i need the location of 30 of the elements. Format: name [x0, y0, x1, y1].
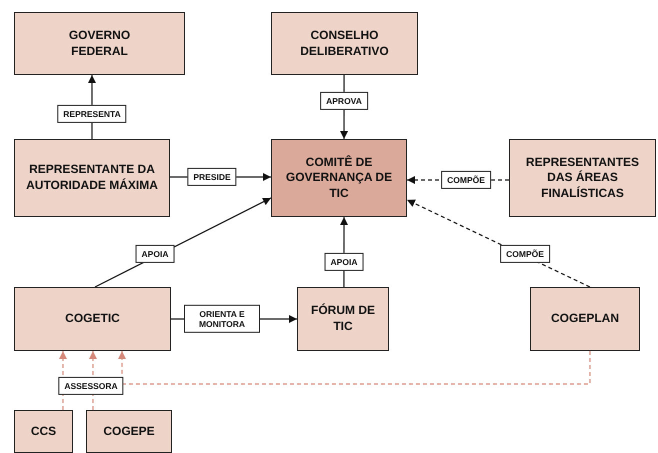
edge-label: ORIENTA E MONITORA [184, 304, 260, 334]
org-box [530, 287, 640, 351]
node-label: GOVERNO FEDERAL [68, 28, 132, 60]
node-label: CCS [30, 424, 58, 440]
node-label: COGEPE [102, 424, 156, 440]
edge-label: COMPÕE [500, 244, 550, 264]
edge-label: APOIA [324, 252, 364, 272]
node-label: COMITÊ DE GOVERNANÇA DE TIC [284, 154, 394, 202]
org-box [14, 12, 185, 75]
org-box [297, 287, 389, 351]
org-box [14, 410, 73, 453]
node-label: COGEPLAN [550, 311, 620, 327]
org-box [271, 12, 418, 75]
node-label: REPRESENTANTE DA AUTORIDADE MÁXIMA [25, 162, 159, 194]
org-box [86, 410, 172, 453]
node-label: REPRESENTANTES DAS ÁREAS FINALÍSTICAS [524, 154, 640, 202]
node-label: COGETIC [64, 311, 121, 327]
org-box [14, 139, 170, 217]
node-label: FÓRUM DE TIC [310, 303, 376, 335]
edge-label: APOIA [136, 244, 174, 264]
org-box [271, 139, 407, 217]
edge-label: PRESIDE [187, 168, 237, 186]
edge-label: COMPÕE [441, 170, 491, 190]
node-label: CONSELHO DELIBERATIVO [299, 28, 390, 60]
arrow [118, 351, 591, 385]
org-box [509, 139, 656, 217]
edge-label: APROVA [320, 92, 368, 110]
edge-label: REPRESENTA [57, 104, 127, 124]
edge-label: ASSESSORA [58, 376, 124, 396]
org-box [14, 287, 171, 351]
